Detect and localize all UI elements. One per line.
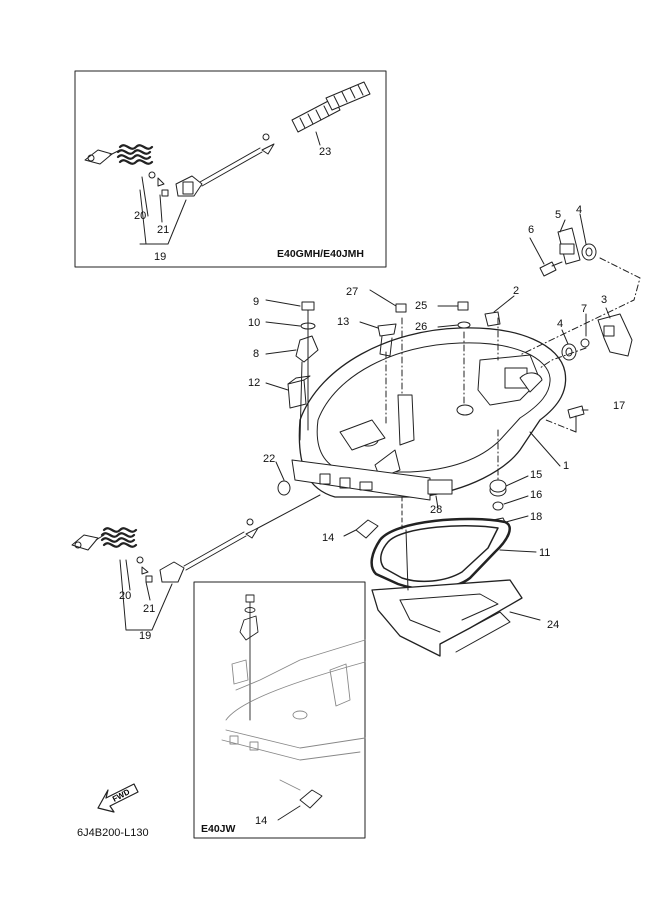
callout-4: 4 <box>557 318 564 330</box>
callout-14: 14 <box>322 532 335 544</box>
callout-14-inset: 14 <box>255 815 268 827</box>
callout-12: 12 <box>248 377 261 389</box>
callout-15: 15 <box>530 469 543 481</box>
callout-22: 22 <box>263 453 276 465</box>
callout-10: 10 <box>248 317 261 329</box>
callout-23: 23 <box>319 146 332 158</box>
callout-4-top: 4 <box>576 204 583 216</box>
callout-21: 21 <box>143 603 156 615</box>
diagram-code: 6J4B200-L130 <box>77 827 149 839</box>
callout-8: 8 <box>253 348 260 360</box>
inset-top-stop-switch-cable <box>84 81 371 245</box>
callout-28: 28 <box>430 504 443 516</box>
callout-5: 5 <box>555 209 562 221</box>
inset-top-model-label: E40GMH/E40JMH <box>277 248 364 260</box>
callout-7: 7 <box>581 303 588 315</box>
parts-left <box>265 289 471 539</box>
seal-and-lower-cover <box>370 496 541 657</box>
callout-1: 1 <box>563 460 570 472</box>
inset-bottom-model-label: E40JW <box>201 823 236 835</box>
callout-25: 25 <box>415 300 428 312</box>
callout-24: 24 <box>547 619 560 631</box>
callout-18: 18 <box>530 511 543 523</box>
parts-right <box>385 213 641 528</box>
callout-9: 9 <box>253 296 260 308</box>
bottom-cowling-assembly <box>291 327 567 501</box>
callout-20: 20 <box>119 590 132 602</box>
inset-top-frame <box>74 70 387 268</box>
callout-26: 26 <box>415 321 428 333</box>
fwd-arrow-icon <box>97 783 139 813</box>
callout-3: 3 <box>601 294 608 306</box>
callout-20-top: 20 <box>134 210 147 222</box>
callout-21-top: 21 <box>157 224 170 236</box>
callout-16: 16 <box>530 489 543 501</box>
callout-27: 27 <box>346 286 359 298</box>
callout-17: 17 <box>613 400 626 412</box>
callout-2: 2 <box>513 285 520 297</box>
inset-bottom-frame <box>193 581 366 839</box>
callout-11: 11 <box>539 547 551 559</box>
callout-19-top: 19 <box>154 251 167 263</box>
callout-6: 6 <box>528 224 535 236</box>
callout-19: 19 <box>139 630 152 642</box>
inset-bottom-detail <box>221 594 366 821</box>
callout-13: 13 <box>337 316 350 328</box>
main-stop-switch-cable <box>71 494 321 631</box>
